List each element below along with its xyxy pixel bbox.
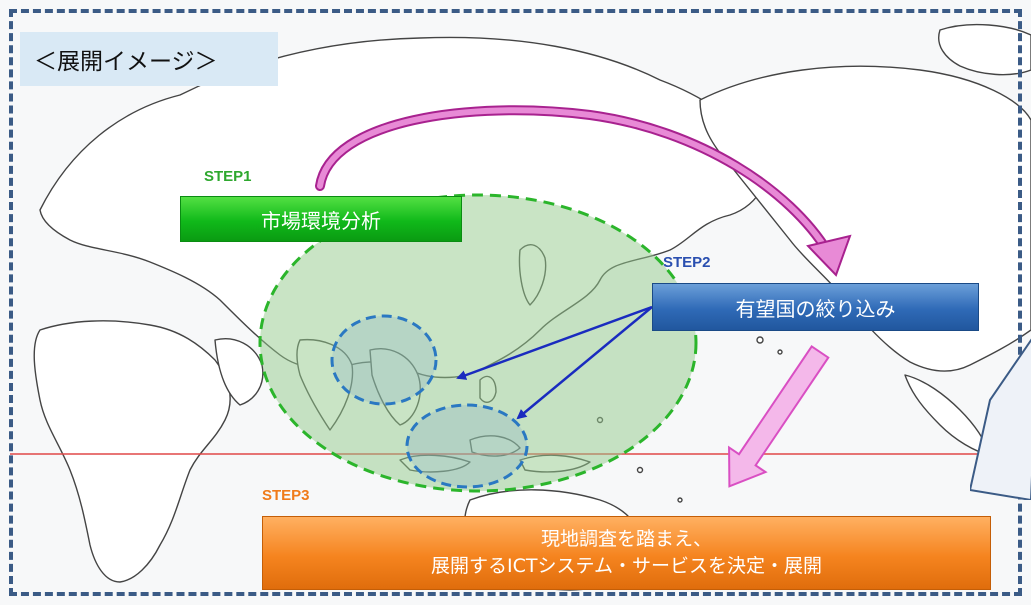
step3-box: 現地調査を踏まえ、 展開するICTシステム・サービスを決定・展開 <box>262 516 991 590</box>
asia-pacific-region <box>258 193 698 493</box>
step1-label: STEP1 <box>204 168 252 185</box>
page-title: ＜展開イメージ＞ <box>20 32 278 86</box>
down-arrow <box>728 345 830 488</box>
step3-line1: 現地調査を踏まえ、 <box>540 528 712 550</box>
blue-arrow-1 <box>456 305 653 380</box>
step2-box: 有望国の絞り込み <box>652 283 979 331</box>
step2-label: STEP2 <box>663 254 711 271</box>
blue-arrow-2 <box>516 306 653 420</box>
callout-shape <box>970 338 1031 500</box>
curved-arrow <box>317 107 831 255</box>
target-region-2 <box>405 403 529 489</box>
step3-line2: 展開するICTシステム・サービスを決定・展開 <box>431 555 822 577</box>
step1-box: 市場環境分析 <box>180 196 462 242</box>
curved-arrow-head <box>806 234 852 277</box>
step3-label: STEP3 <box>262 487 310 504</box>
target-region-1 <box>330 314 438 406</box>
